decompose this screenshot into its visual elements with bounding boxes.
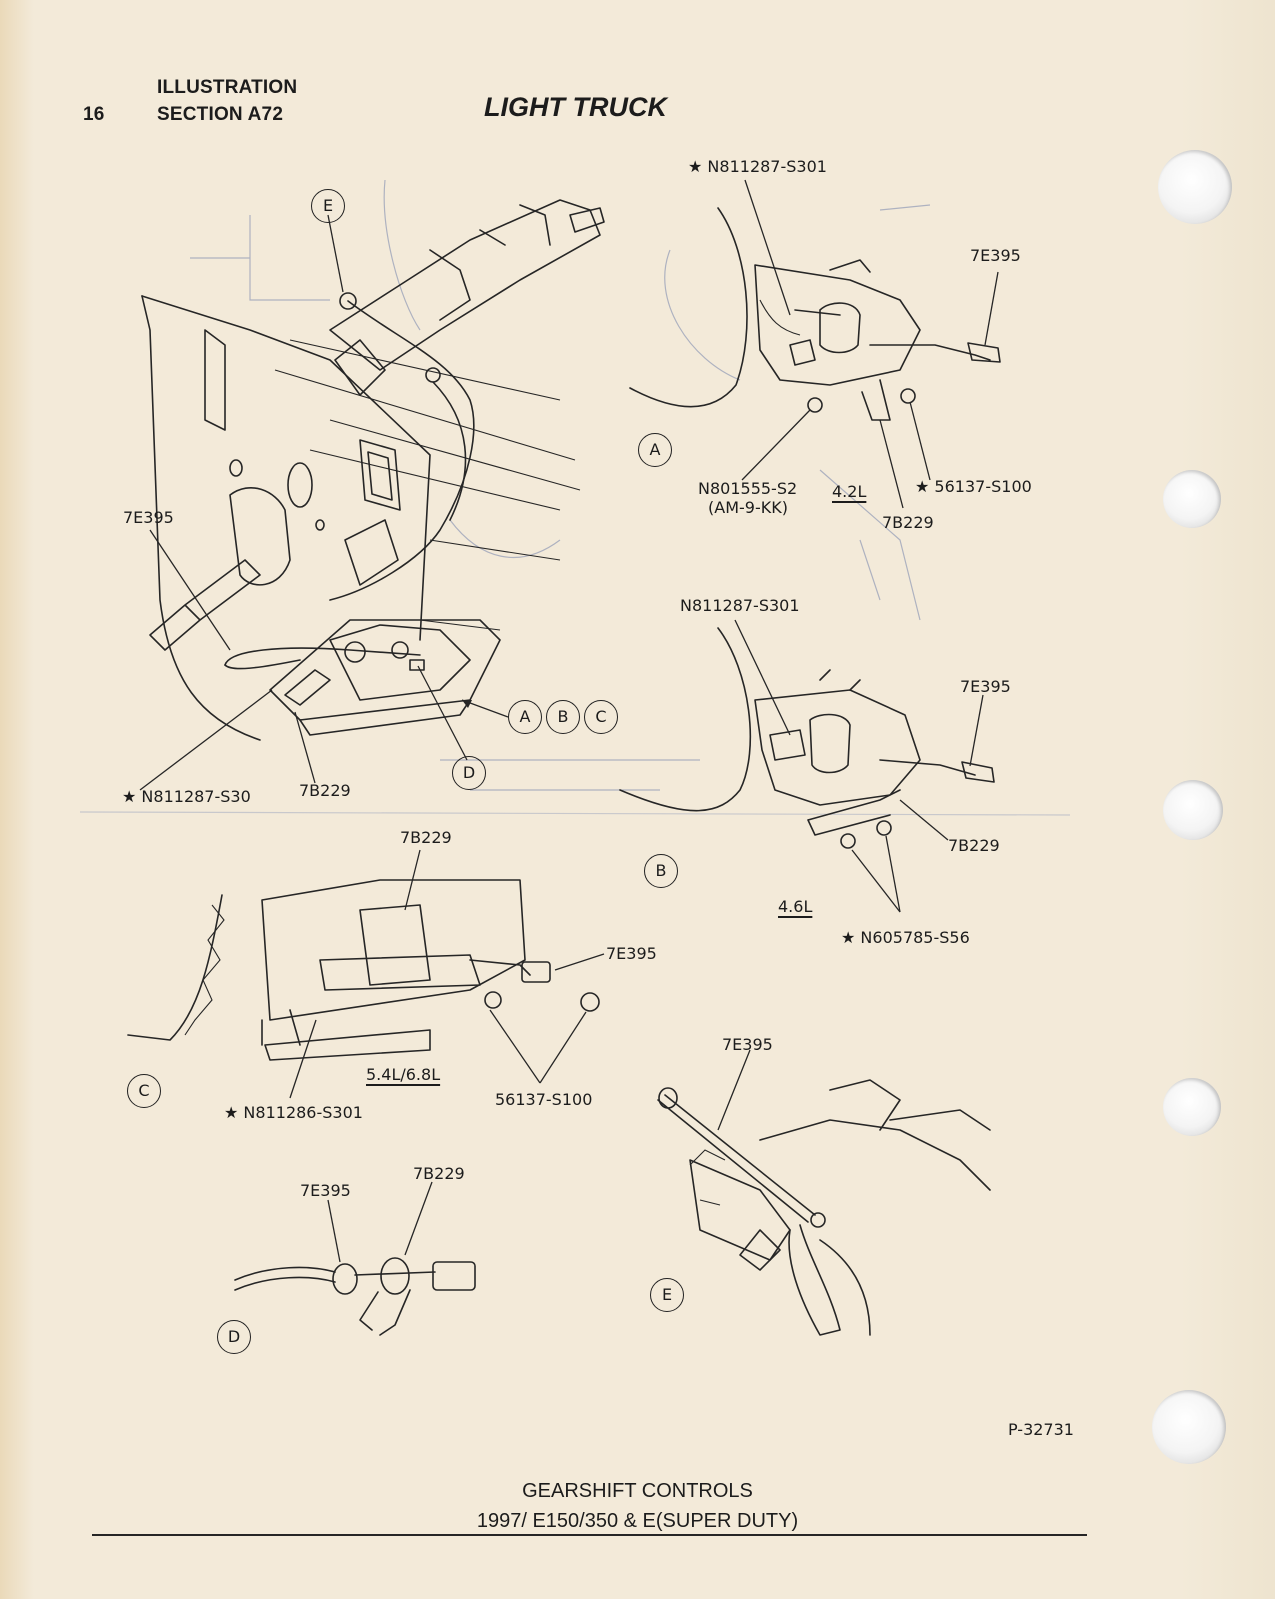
- binder-hole: [1158, 150, 1232, 224]
- label-7e395-view-d: 7E395: [300, 1181, 351, 1200]
- binder-hole: [1163, 780, 1223, 840]
- callout-a-main: A: [508, 700, 542, 734]
- header-illustration: ILLUSTRATION: [157, 77, 298, 98]
- label-n801555-view-a: N801555-S2: [698, 479, 798, 498]
- label-7b229-view-a: 7B229: [882, 513, 934, 532]
- label-7b229-view-d: 7B229: [413, 1164, 465, 1183]
- label-engine-4-6l: 4.6L: [778, 897, 813, 916]
- callout-b: B: [644, 854, 678, 888]
- label-n811287-view-b: N811287-S301: [680, 596, 800, 615]
- view-a-drawing: [629, 179, 1001, 509]
- label-engine-4-2l: 4.2L: [832, 482, 867, 501]
- bleed-through-artwork: [79, 179, 1071, 816]
- label-7b229-view-c: 7B229: [400, 828, 452, 847]
- page-title: LIGHT TRUCK: [484, 92, 667, 122]
- label-n811287-view-a: ★ N811287-S301: [688, 157, 827, 176]
- label-7b229-view-b: 7B229: [948, 836, 1000, 855]
- view-e-drawing: [657, 1049, 991, 1336]
- view-b-drawing: [619, 619, 995, 913]
- callout-e: E: [650, 1278, 684, 1312]
- binder-hole: [1163, 1078, 1221, 1136]
- label-7e395-view-b: 7E395: [960, 677, 1011, 696]
- callout-c-main: C: [584, 700, 618, 734]
- label-56137-view-c: 56137-S100: [495, 1090, 593, 1109]
- label-engine-5-4l-6-8l: 5.4L/6.8L: [366, 1065, 441, 1084]
- header-section: SECTION A72: [157, 104, 284, 125]
- binder-hole: [1163, 470, 1221, 528]
- label-7e395-view-a: 7E395: [970, 246, 1021, 265]
- label-n811286-view-c: ★ N811286-S301: [224, 1103, 363, 1122]
- label-n811287-main: ★ N811287-S30: [122, 787, 251, 806]
- binder-hole: [1152, 1390, 1226, 1464]
- caption-subtitle: 1997/ E150/350 & E(SUPER DUTY): [476, 1510, 799, 1532]
- label-7e395-view-c: 7E395: [606, 944, 657, 963]
- illustration-code: P-32731: [1008, 1420, 1074, 1439]
- callout-c: C: [127, 1074, 161, 1108]
- callout-b-main: B: [546, 700, 580, 734]
- callout-d-main: D: [452, 756, 486, 790]
- view-c-drawing: [127, 849, 605, 1099]
- label-n605785-view-b: ★ N605785-S56: [841, 928, 970, 947]
- main-assembly-drawing: [139, 199, 605, 791]
- page-number: 16: [83, 104, 105, 125]
- callout-e-main: E: [311, 189, 345, 223]
- callout-a: A: [638, 433, 672, 467]
- label-7e395-main: 7E395: [123, 508, 174, 527]
- view-d-drawing: [234, 1181, 476, 1336]
- footer-rule: [92, 1534, 1087, 1536]
- label-7b229-main: 7B229: [299, 781, 351, 800]
- label-56137-view-a: ★ 56137-S100: [915, 477, 1032, 496]
- label-am9kk-view-a: (AM-9-KK): [708, 498, 788, 517]
- caption-title: GEARSHIFT CONTROLS: [522, 1480, 753, 1502]
- label-7e395-view-e: 7E395: [722, 1035, 773, 1054]
- callout-d: D: [217, 1320, 251, 1354]
